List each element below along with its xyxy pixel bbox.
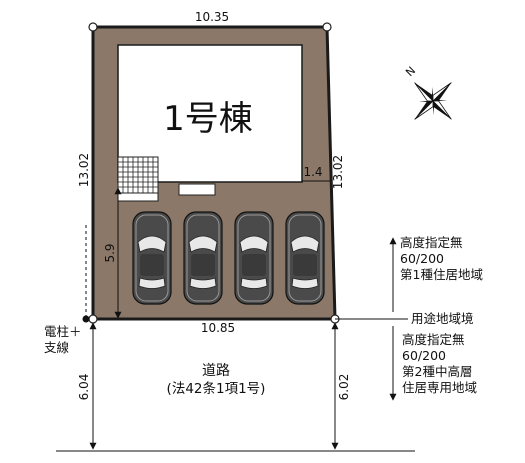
corner-marker — [322, 22, 332, 32]
pole-label-2: 支線 — [44, 340, 70, 355]
compass-icon — [414, 82, 452, 120]
zone-lower-3: 第2種中高層 — [402, 364, 472, 379]
dim-road-right: 6.02 — [337, 374, 351, 401]
zone-upper-1: 高度指定無 — [400, 235, 463, 250]
road-sub-label: (法42条1項1号) — [167, 380, 266, 397]
corner-marker — [88, 22, 98, 32]
zone-boundary-label: 用途地域境 — [411, 311, 474, 326]
dim-top: 10.35 — [195, 10, 229, 24]
dim-setback: 1.4 — [303, 165, 322, 179]
car-icon — [132, 211, 172, 305]
car-icon — [234, 211, 274, 305]
entry-grid — [117, 156, 159, 196]
porch — [178, 183, 216, 196]
zone-upper-2: 60/200 — [400, 251, 444, 266]
compass-north-label: N — [403, 64, 418, 79]
corner-marker — [88, 314, 98, 324]
zone-lower-4: 住居専用地域 — [402, 380, 477, 395]
utility-pole-icon — [82, 315, 90, 323]
building-label: 1号棟 — [163, 99, 253, 139]
lot-corners — [88, 22, 340, 324]
dim-parking-depth: 5.9 — [103, 243, 117, 262]
dim-bottom: 10.85 — [201, 321, 235, 335]
dim-road-left: 6.04 — [77, 374, 91, 401]
pole-label-1: 電柱＋ — [44, 324, 82, 339]
zone-lower-2: 60/200 — [402, 348, 446, 363]
car-icon — [183, 211, 223, 305]
dim-left: 13.02 — [77, 153, 91, 187]
zone-lower-1: 高度指定無 — [402, 332, 465, 347]
zone-upper-3: 第1種住居地域 — [400, 267, 483, 282]
step — [117, 192, 159, 202]
dim-right: 13.02 — [331, 155, 345, 189]
car-icon — [285, 211, 325, 305]
road-label: 道路 — [202, 363, 230, 379]
parking-area — [132, 211, 325, 305]
